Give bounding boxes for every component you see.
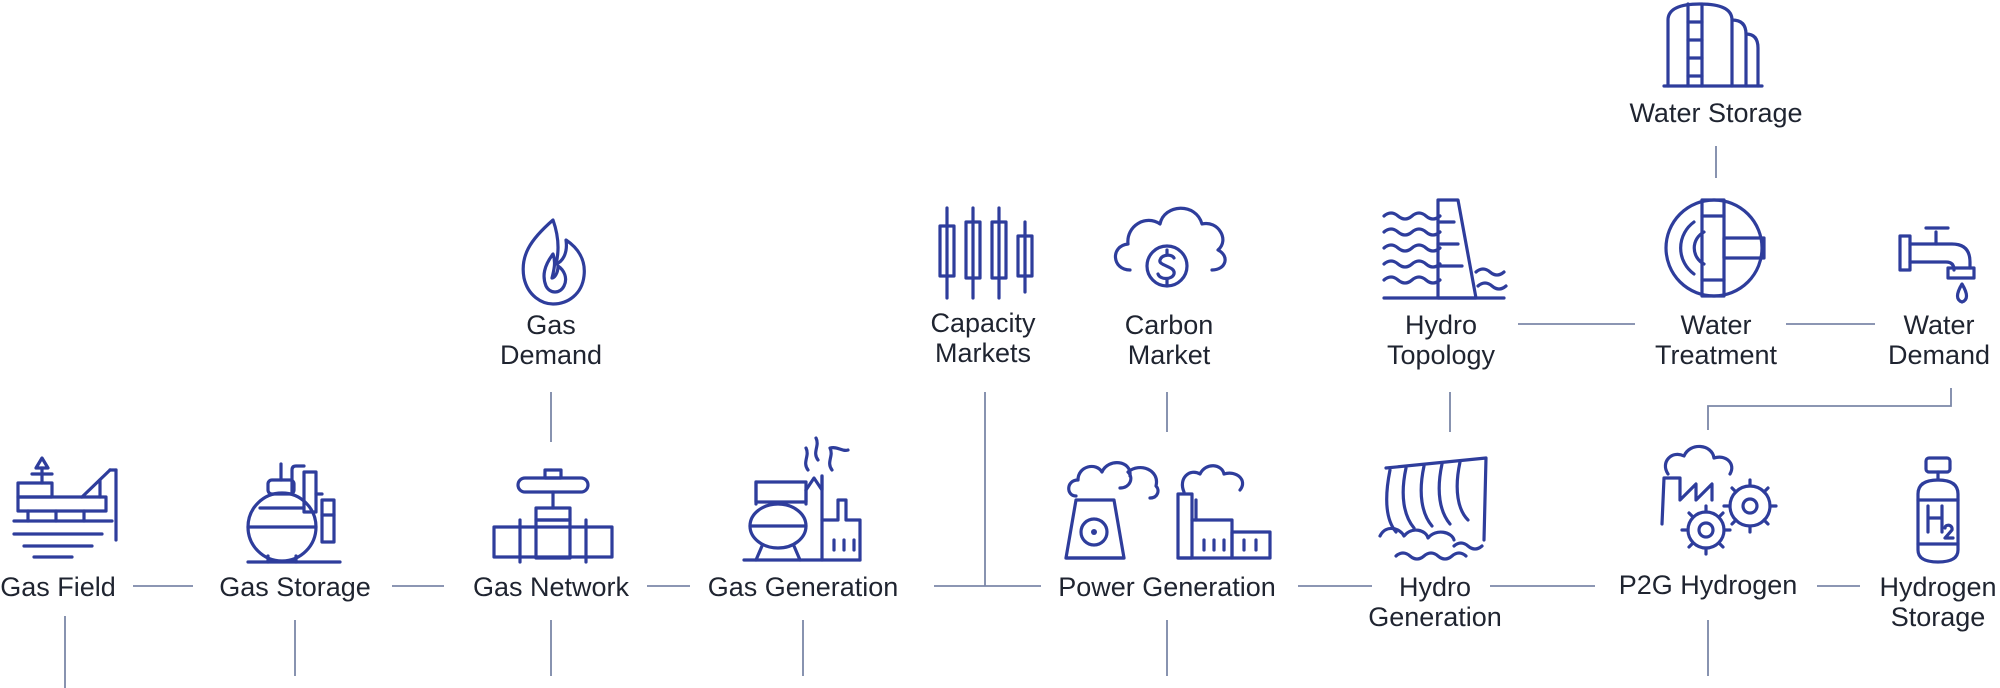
node-label-line2: Treatment <box>1655 340 1778 370</box>
node-carbon-market[interactable]: Carbon Market <box>1113 206 1227 370</box>
hydro-dam-icon <box>1378 456 1488 561</box>
node-label-line2: Market <box>1128 340 1211 370</box>
flame-icon <box>521 218 586 306</box>
node-label: Water Storage <box>1629 98 1802 128</box>
node-label-line2: Markets <box>935 338 1031 368</box>
power-plant-icon <box>1064 461 1272 560</box>
node-water-storage[interactable]: Water Storage <box>1629 2 1803 128</box>
node-label-line1: Hydro <box>1399 572 1471 602</box>
node-gas-storage[interactable]: Gas Storage <box>219 462 371 602</box>
node-gas-network[interactable]: Gas Network <box>473 468 630 602</box>
node-label-line1: Water <box>1903 310 1974 340</box>
water-tap-icon <box>1898 226 1976 304</box>
node-power-generation[interactable]: Power Generation <box>1058 461 1276 602</box>
water-treatment-icon <box>1664 198 1766 298</box>
node-label: Gas Network <box>473 572 630 602</box>
node-label: P2G Hydrogen <box>1619 570 1798 600</box>
node-label-line2: Demand <box>500 340 602 370</box>
node-label-line1: Capacity <box>930 308 1036 338</box>
node-hydro-generation[interactable]: Hydro Generation <box>1368 456 1502 632</box>
gas-tank-icon <box>246 462 342 564</box>
node-label-line2: Demand <box>1888 340 1990 370</box>
node-hydro-topology[interactable]: Hydro Topology <box>1382 198 1508 370</box>
node-label: Gas Field <box>0 572 116 602</box>
node-gas-field[interactable]: Gas Field <box>0 456 118 602</box>
node-water-treatment[interactable]: Water Treatment <box>1655 198 1778 370</box>
pipeline-valve-icon <box>492 468 614 564</box>
node-label: Gas Generation <box>708 572 899 602</box>
node-label-line1: Hydro <box>1405 310 1477 340</box>
node-label-line1: Gas <box>526 310 576 340</box>
connectors <box>64 146 1952 688</box>
node-label-line2: Storage <box>1891 602 1986 632</box>
node-hydrogen-storage[interactable]: Hydrogen Storage <box>1879 456 1997 632</box>
cloud-dollar-icon <box>1113 206 1227 288</box>
node-label: Power Generation <box>1058 572 1276 602</box>
node-label-line1: Hydrogen <box>1879 572 1996 602</box>
factory-gear-icon <box>1660 444 1778 556</box>
node-capacity-markets[interactable]: Capacity Markets <box>930 206 1036 368</box>
candlestick-chart-icon <box>938 206 1034 300</box>
connector-waterdemand-p2g <box>1707 388 1952 430</box>
node-water-demand[interactable]: Water Demand <box>1888 226 1990 370</box>
hydrogen-cylinder-icon <box>1916 456 1960 564</box>
node-gas-demand[interactable]: Gas Demand <box>500 218 602 370</box>
node-p2g-hydrogen[interactable]: P2G Hydrogen <box>1619 444 1798 600</box>
offshore-platform-icon <box>12 456 118 559</box>
node-label-line2: Generation <box>1368 602 1502 632</box>
node-label-line2: Topology <box>1387 340 1496 370</box>
node-gas-generation[interactable]: Gas Generation <box>708 436 899 602</box>
node-label: Gas Storage <box>219 572 371 602</box>
gas-plant-icon <box>742 436 862 562</box>
node-label-line1: Carbon <box>1125 310 1214 340</box>
water-tank-icon <box>1662 2 1764 88</box>
node-label-line1: Water <box>1680 310 1751 340</box>
dam-waves-icon <box>1382 198 1508 300</box>
